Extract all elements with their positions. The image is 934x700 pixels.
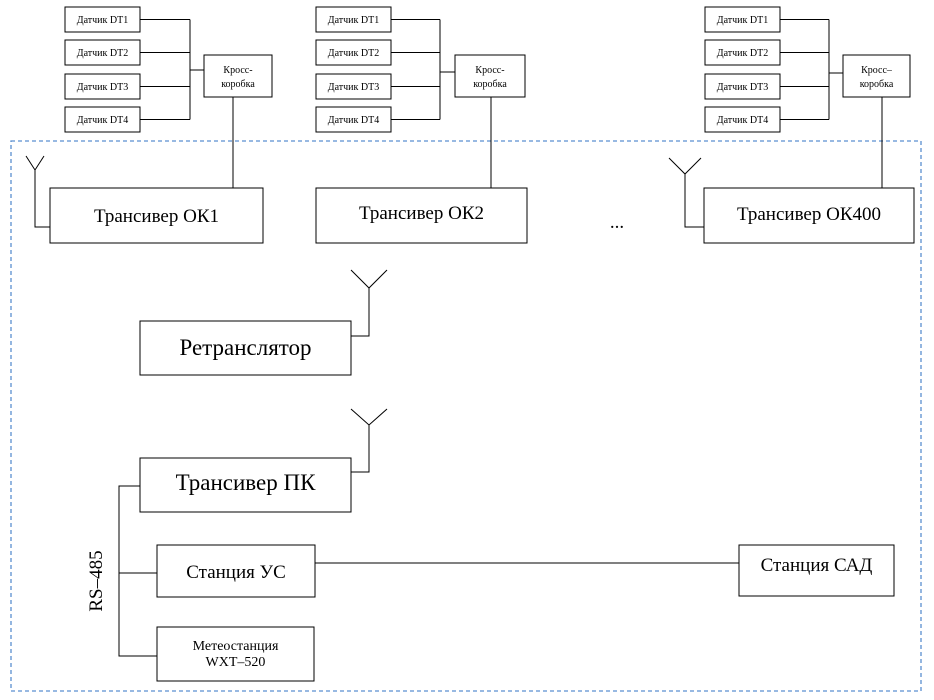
antenna-icon [350,269,388,337]
antenna-icon [25,155,50,228]
pk-transceiver-label: Трансивер ПК [176,470,317,495]
junction-box-label: коробка [221,79,255,90]
weather-station-model: WXT–520 [206,655,266,670]
sensor-label: Датчик DT3 [717,82,768,93]
junction-box [203,54,273,98]
sensor-wiring [140,19,204,120]
sad-station-label: Станция САД [761,555,873,576]
junction-box [842,54,911,98]
junction-box-label: коробка [473,79,507,90]
sensor-label: Датчик DT1 [328,15,379,26]
sensor-group-2: Датчик DT1 Датчик DT2 Датчик DT3 Датчик … [315,6,526,188]
junction-box-label: Кросс– [861,65,893,76]
sensor-label: Датчик DT4 [77,115,128,126]
sensor-box [315,106,392,133]
pk-transceiver: Трансивер ПК [139,408,388,513]
transceiver-label: Трансивер ОК400 [737,204,881,225]
junction-box-label: Кросс- [223,65,252,76]
repeater-label: Ретранслятор [179,335,311,360]
sensor-label: Датчик DT3 [77,82,128,93]
sensor-box [64,73,141,100]
sensor-label: Датчик DT2 [717,48,768,59]
sensor-box [315,39,392,66]
sensor-wiring [391,19,455,120]
repeater: Ретранслятор [139,269,388,376]
us-station-box [156,544,316,598]
antenna-icon [350,408,388,473]
weather-station-box [156,626,315,682]
sensor-box [704,73,781,100]
ellipsis-more-transceivers: ... [610,212,624,233]
system-boundary [10,140,922,692]
transceiver-label: Трансивер ОК2 [359,203,484,224]
us-station: Станция УС [156,544,316,598]
junction-box-label: Кросс- [475,65,504,76]
rs485-label: RS–485 [86,550,107,611]
sensor-box [315,73,392,100]
us-station-label: Станция УС [186,562,286,583]
sensor-box [704,39,781,66]
antenna-icon [668,157,704,228]
transceiver-box [49,187,264,244]
sensor-wiring [780,19,843,120]
pk-transceiver-box [139,457,352,513]
sensor-label: Датчик DT4 [328,115,379,126]
transceiver-ok2: Трансивер ОК2 [315,187,528,244]
transceiver-label: Трансивер ОК1 [94,206,219,227]
sensor-group-1: Датчик DT1 Датчик DT2 Датчик DT3 Датчик … [64,6,273,188]
sensor-label: Датчик DT3 [328,82,379,93]
rs485-bus [118,485,157,657]
weather-station: Метеостанция WXT–520 [156,626,315,682]
sensor-label: Датчик DT4 [717,115,768,126]
weather-station-label: Метеостанция [193,639,279,654]
junction-box [454,54,526,98]
transceiver-box [703,187,915,244]
junction-box-label: коробка [860,79,894,90]
sensor-label: Датчик DT1 [77,15,128,26]
sensor-box [704,106,781,133]
sensor-group-3: Датчик DT1 Датчик DT2 Датчик DT3 Датчик … [704,6,911,188]
sad-station: Станция САД [738,544,895,597]
transceiver-ok1: Трансивер ОК1 [25,155,264,244]
sensor-label: Датчик DT2 [77,48,128,59]
repeater-box [139,320,352,376]
sensor-box [64,39,141,66]
sensor-label: Датчик DT1 [717,15,768,26]
sad-station-box [738,544,895,597]
transceiver-box [315,187,528,244]
sensor-label: Датчик DT2 [328,48,379,59]
sensor-box [704,6,781,33]
transceiver-ok400: Трансивер ОК400 [668,157,915,244]
